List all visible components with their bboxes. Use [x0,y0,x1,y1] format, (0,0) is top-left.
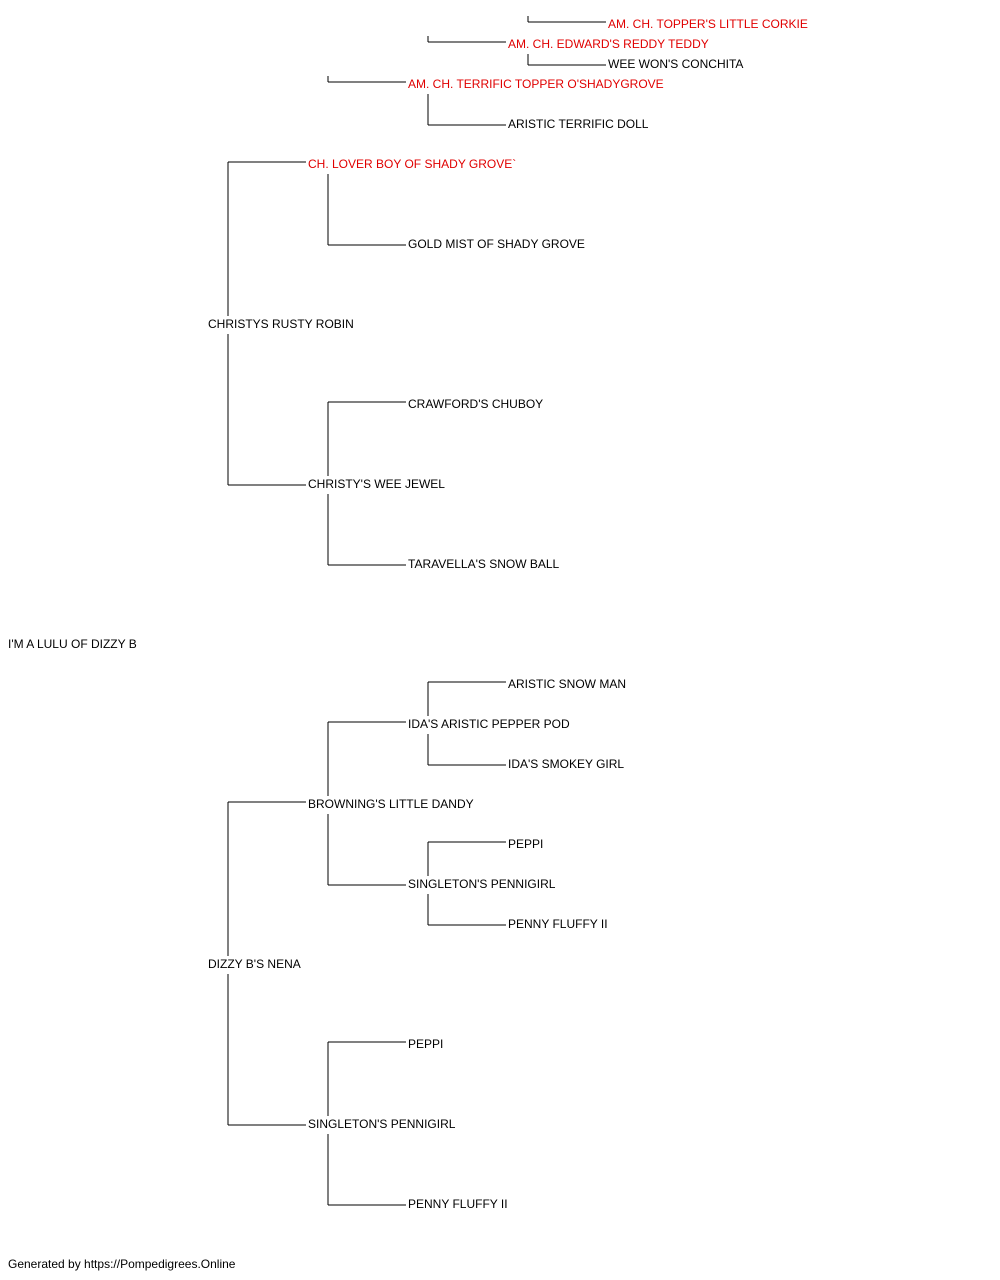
dog-sire-dam-dam: TARAVELLA'S SNOW BALL [408,557,562,571]
dog-sire-sire-sire-sire: AM. CH. EDWARD'S REDDY TEDDY [508,37,711,51]
dog-dam-dam-dam: PENNY FLUFFY II [408,1197,510,1211]
footer-credit: Generated by https://Pompedigrees.Online [8,1257,236,1271]
dog-dam-sire-dam-dam: PENNY FLUFFY II [508,917,610,931]
dog-dam-dam: SINGLETON'S PENNIGIRL [308,1117,458,1131]
dog-dam-sire-dam: SINGLETON'S PENNIGIRL [408,877,558,891]
dog-dam-sire-sire-dam: IDA'S SMOKEY GIRL [508,757,627,771]
dog-dam-sire-dam-sire: PEPPI [508,837,546,851]
dog-subject: I'M A LULU OF DIZZY B [8,637,139,651]
dog-sire-sire-sire-dam: ARISTIC TERRIFIC DOLL [508,117,651,131]
dog-sire-dam-sire: CRAWFORD'S CHUBOY [408,397,546,411]
dog-dam-sire-sire-sire: ARISTIC SNOW MAN [508,677,629,691]
dog-sire-sire: CH. LOVER BOY OF SHADY GROVE` [308,157,519,171]
dog-sire-sire-sire-sire-dam: WEE WON'S CONCHITA [608,57,746,71]
dog-sire-dam: CHRISTY'S WEE JEWEL [308,477,447,491]
dog-sire-sire-sire: AM. CH. TERRIFIC TOPPER O'SHADYGROVE [408,77,666,91]
dog-dam: DIZZY B'S NENA [208,957,303,971]
dog-sire-sire-sire-sire-sire: AM. CH. TOPPER'S LITTLE CORKIE [608,17,810,31]
dog-dam-sire: BROWNING'S LITTLE DANDY [308,797,476,811]
dog-dam-dam-sire: PEPPI [408,1037,446,1051]
dog-sire-sire-dam: GOLD MIST OF SHADY GROVE [408,237,587,251]
dog-sire: CHRISTYS RUSTY ROBIN [208,317,356,331]
dog-dam-sire-sire: IDA'S ARISTIC PEPPER POD [408,717,572,731]
